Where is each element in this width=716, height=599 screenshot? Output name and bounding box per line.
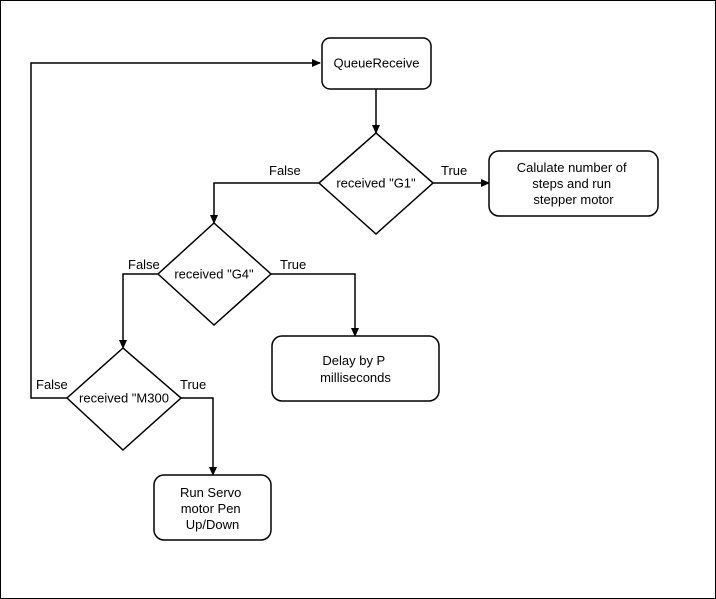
node-process-servo: Run Servo motor Pen Up/Down: [153, 474, 272, 541]
process-stepper-line-3: stepper motor: [533, 192, 614, 207]
node-decision-m300: received "M300: [65, 347, 183, 452]
g4-false-label: False: [128, 257, 160, 272]
process-servo-text: Run Servo motor Pen Up/Down: [180, 485, 245, 532]
node-process-delay: Delay by P milliseconds: [271, 335, 440, 402]
m300-true-label: True: [180, 377, 206, 392]
node-decision-g1: received "G1": [317, 132, 435, 236]
decision-g1-label: received "G1": [336, 175, 416, 190]
edge-g1-false: [210, 182, 319, 224]
process-servo-line-1: Run Servo: [180, 485, 241, 500]
process-stepper-text: Calulate number of steps and run stepper…: [517, 160, 630, 207]
m300-false-label: False: [36, 377, 68, 392]
g4-true-label: True: [280, 257, 306, 272]
edge-g4-false: [119, 273, 158, 349]
edge-m300-false-loop: [30, 59, 321, 399]
edges: [30, 59, 490, 476]
edge-m300-true: [181, 397, 217, 476]
g1-true-label: True: [441, 163, 467, 178]
process-stepper-line-1: Calulate number of: [517, 160, 627, 175]
edge-g4-true: [271, 273, 359, 337]
node-process-stepper: Calulate number of steps and run stepper…: [488, 150, 659, 217]
decision-g4-label: received "G4": [174, 266, 254, 281]
process-delay-text: Delay by P milliseconds: [320, 353, 391, 385]
process-servo-line-2: motor Pen: [181, 501, 241, 516]
queue-receive-label: QueueReceive: [334, 55, 420, 70]
g1-false-label: False: [269, 163, 301, 178]
process-stepper-line-2: steps and run: [532, 176, 611, 191]
process-delay-line-2: milliseconds: [320, 370, 391, 385]
process-delay-line-1: Delay by P: [322, 353, 385, 368]
decision-m300-label: received "M300: [79, 390, 169, 405]
node-queue-receive: QueueReceive: [321, 37, 432, 90]
process-servo-line-3: Up/Down: [186, 517, 239, 532]
node-decision-g4: received "G4": [156, 221, 273, 327]
